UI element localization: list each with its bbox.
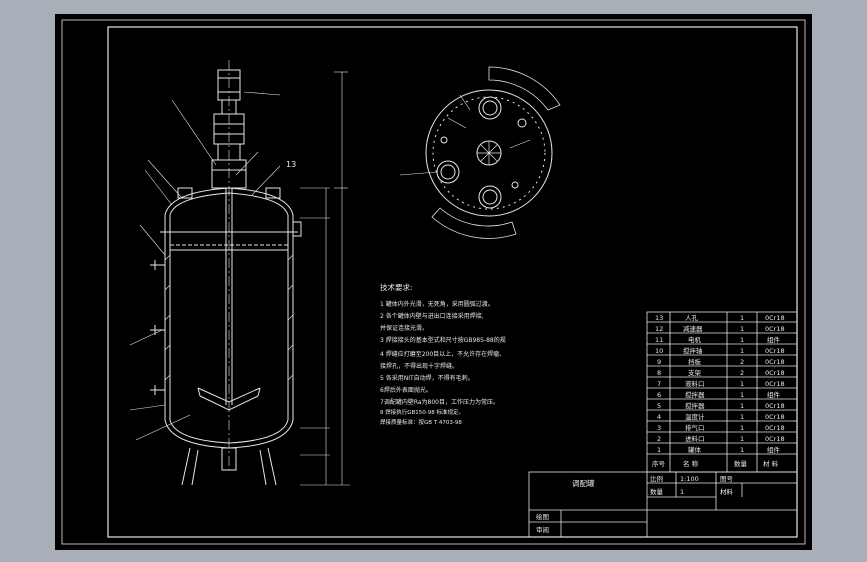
material-label: 材料 [720, 487, 734, 496]
parts-row-no: 9 [657, 358, 661, 366]
plan-outer-circle [425, 89, 553, 217]
tech-line: 焊接质量标准：按GB T 4703-98 [380, 418, 462, 426]
parts-row-name: 液料口 [685, 379, 705, 388]
tech-line: 5 各采用NIT自动焊，不得有毛刺。 [380, 374, 474, 382]
parts-row-material: 0Cr18 [765, 325, 785, 333]
parts-row-qty: 1 [740, 446, 744, 454]
parts-row-no: 3 [657, 424, 661, 432]
parts-row-no: 10 [655, 347, 663, 355]
parts-row-qty: 1 [740, 336, 744, 344]
parts-table: 13 人孔 1 0Cr18 12 减速器 1 0Cr18 11 电机 1 组件 … [646, 311, 798, 473]
parts-row-material: 0Cr18 [765, 369, 785, 377]
parts-row-qty: 1 [740, 314, 744, 322]
drawn-label: 绘图 [536, 512, 549, 521]
parts-row-name: 挡板 [688, 357, 702, 366]
quantity-label: 数量 [650, 487, 664, 496]
parts-row-name: 罐体 [688, 445, 702, 454]
tech-line: 8 焊接执行GB150-98 标准规定。 [380, 408, 464, 416]
parts-row-no: 8 [657, 369, 661, 377]
parts-row-name: 搅拌轴 [683, 346, 703, 355]
parts-row-name: 人孔 [685, 314, 699, 322]
tank-elevation-view [129, 60, 350, 486]
parts-header-no: 序号 [652, 459, 666, 468]
parts-row-name: 电机 [688, 335, 702, 344]
drawing-name: 调配罐 [572, 478, 595, 488]
parts-row-material: 组件 [767, 335, 781, 344]
tech-line: 2 各个罐体内壁与进出口连接采用焊接, [380, 312, 484, 320]
tech-line: 6焊后外表面抛光。 [380, 386, 432, 394]
support-legs [181, 447, 277, 486]
parts-row-material: 0Cr18 [765, 402, 785, 410]
parts-row-material: 0Cr18 [765, 435, 785, 443]
vent-opening [478, 185, 502, 209]
parts-row-qty: 2 [740, 358, 744, 366]
parts-row-name: 搅拌器 [685, 390, 705, 399]
checked-label: 审阅 [536, 525, 549, 534]
parts-row-no: 12 [655, 325, 663, 333]
parts-row-name: 减速器 [683, 324, 703, 333]
inner-frame [107, 26, 798, 538]
scale-value: 1:100 [680, 475, 699, 483]
parts-header-name: 名 称 [683, 459, 699, 468]
tech-line: 3 焊接接头的基本型式和尺寸按GB985-88的规 [380, 336, 506, 344]
tech-line: 4 焊缝应打磨至200目以上，不允许存在焊瘤、 [380, 350, 505, 358]
parts-row-no: 2 [657, 435, 661, 443]
parts-row-qty: 1 [740, 402, 744, 410]
tank-plan-view [399, 66, 561, 239]
parts-row-name: 搅拌器 [685, 401, 705, 410]
manhole-opening [478, 96, 502, 120]
leader-lines [129, 91, 281, 441]
parts-header-qty: 数量 [734, 459, 748, 468]
parts-row-material: 组件 [767, 445, 781, 454]
drawing-no-label: 图号 [720, 475, 734, 483]
outer-border [61, 19, 806, 545]
impeller [197, 387, 261, 411]
parts-row-no: 13 [655, 314, 663, 322]
part-label-13: 13 [286, 160, 296, 169]
parts-row-qty: 1 [740, 413, 744, 421]
parts-row-no: 5 [657, 402, 661, 410]
title-block: 调配罐 比例 1:100 图号 数量 1 材料 绘图 审阅 [528, 471, 798, 538]
parts-row-material: 0Cr18 [765, 413, 785, 421]
tech-line: 1 罐体内外光滑，无死角，采用圆弧过渡。 [380, 300, 494, 308]
tech-heading: 技术要求: [380, 282, 413, 292]
parts-row-qty: 2 [740, 369, 744, 377]
quantity-value: 1 [680, 488, 684, 496]
parts-row-qty: 1 [740, 424, 744, 432]
parts-row-no: 1 [657, 446, 661, 454]
tech-line: 7调配罐内壁Ra为800目，工作压力为常压。 [380, 398, 499, 406]
parts-header-material: 材 料 [763, 459, 779, 468]
tech-line: 并保证连接光滑。 [380, 324, 428, 332]
scale-label: 比例 [650, 474, 663, 483]
parts-row-name: 支架 [688, 368, 702, 377]
parts-row-material: 0Cr18 [765, 424, 785, 432]
parts-row-qty: 1 [740, 380, 744, 388]
parts-row-name: 排气口 [685, 423, 705, 432]
parts-row-material: 0Cr18 [765, 314, 785, 322]
parts-row-no: 6 [657, 391, 661, 399]
parts-row-no: 11 [655, 336, 663, 344]
tech-line: 接焊孔，不得出现十字焊缝。 [380, 362, 458, 370]
parts-row-material: 组件 [767, 390, 781, 399]
parts-row-qty: 1 [740, 435, 744, 443]
parts-row-material: 0Cr18 [765, 380, 785, 388]
parts-row-name: 温度计 [685, 412, 705, 421]
parts-row-no: 4 [657, 413, 661, 421]
parts-row-qty: 1 [740, 391, 744, 399]
drawing-sheet [55, 14, 812, 550]
parts-row-qty: 1 [740, 325, 744, 333]
parts-row-qty: 1 [740, 347, 744, 355]
parts-row-no: 7 [657, 380, 661, 388]
technical-requirements: 技术要求: 1 罐体内外光滑，无死角，采用圆弧过渡。 2 各个罐体内壁与进出口连… [380, 282, 506, 426]
parts-row-name: 进料口 [685, 434, 705, 443]
parts-row-material: 0Cr18 [765, 347, 785, 355]
parts-row-material: 0Cr18 [765, 358, 785, 366]
feed-opening [436, 160, 460, 184]
